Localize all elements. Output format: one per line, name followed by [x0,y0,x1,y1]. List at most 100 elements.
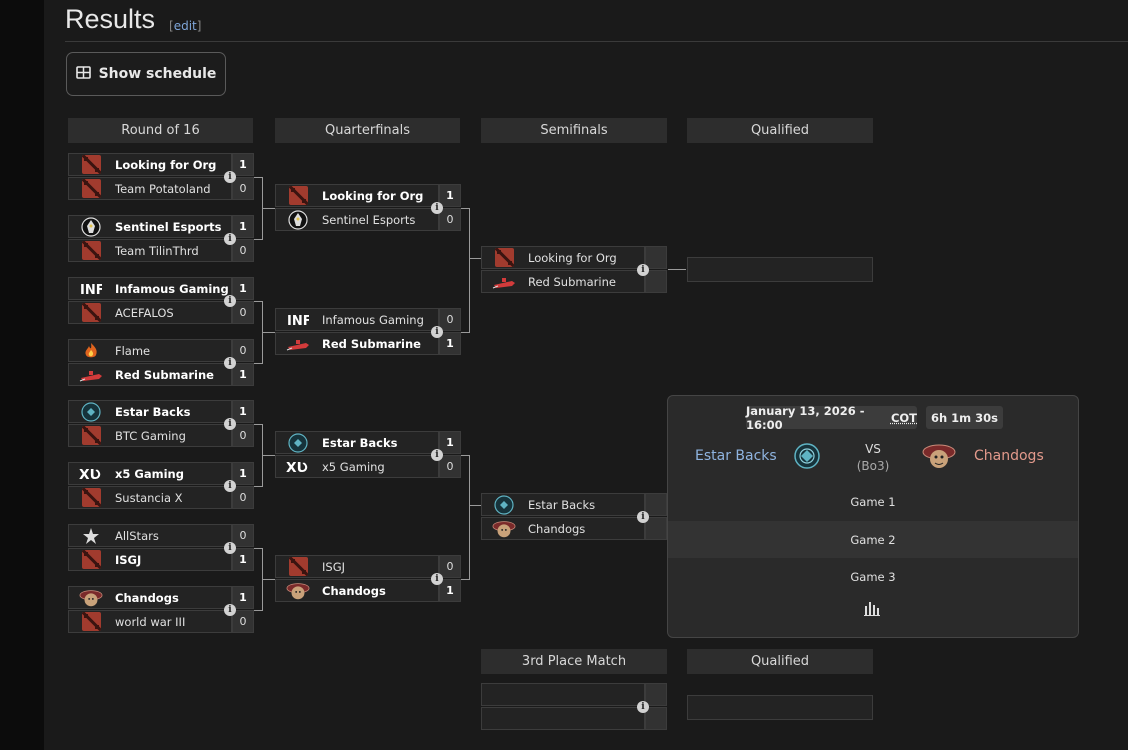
game-row[interactable]: Game 3 [850,569,896,584]
team-name[interactable]: Estar Backs [322,435,398,450]
show-schedule-label[interactable]: Show schedule [98,66,217,82]
bar-chart-icon[interactable] [863,600,881,620]
team-name[interactable]: Looking for Org [115,157,217,172]
team-name[interactable]: Flame [115,343,151,358]
team-row[interactable]: Estar Backs [68,400,232,423]
team-row[interactable]: Team TilinThrd [68,239,232,262]
team-name[interactable]: Looking for Org [528,250,617,265]
match-info-icon[interactable]: i [637,701,649,713]
team-name[interactable]: ACEFALOS [115,305,174,320]
team-row[interactable]: AllStars [68,524,232,547]
match-info-icon[interactable]: i [224,542,236,554]
team-name[interactable]: Estar Backs [115,404,191,419]
team-row[interactable]: Team Potatoland [68,177,232,200]
game-row[interactable]: Game 1 [850,494,896,509]
edit-link-label[interactable]: edit [173,19,197,33]
team-name[interactable]: AllStars [115,528,159,543]
match-info-icon[interactable]: i [431,326,443,338]
edit-link[interactable]: [edit] [169,19,202,33]
team-row[interactable]: Looking for Org [275,184,439,207]
match-info-icon[interactable]: i [224,233,236,245]
match-info-icon[interactable]: i [224,171,236,183]
match-info-icon[interactable]: i [637,264,649,276]
team-name[interactable]: BTC Gaming [115,428,186,443]
match-info-icon[interactable]: i [431,202,443,214]
team-name[interactable]: Sustancia X [115,490,183,505]
match-info-icon[interactable]: i [431,449,443,461]
team-name[interactable]: x5 Gaming [322,459,385,474]
team-name[interactable]: ISGJ [322,559,345,574]
team-row[interactable]: world war III [68,610,232,633]
team-row[interactable]: Looking for Org [68,153,232,176]
team-row[interactable]: Sustancia X [68,486,232,509]
team-name[interactable]: Infamous Gaming [322,312,424,327]
team-row[interactable]: Estar Backs [275,431,439,454]
match-timezone[interactable]: COT [890,410,917,425]
team-row[interactable]: Chandogs [68,586,232,609]
game-row[interactable]: Game 2 [668,521,1078,558]
team-row[interactable]: Red Submarine [68,363,232,386]
third-place-match[interactable]: i [481,683,667,732]
round-header-qualified-bottom: Qualified [687,649,873,674]
team-row[interactable]: ISGJ [68,548,232,571]
team-name[interactable]: Red Submarine [115,367,214,382]
match-info-icon[interactable]: i [637,511,649,523]
team-name[interactable]: world war III [115,614,186,629]
team-name[interactable]: Chandogs [528,521,586,536]
team-name[interactable]: Looking for Org [322,188,424,203]
team-row[interactable]: BTC Gaming [68,424,232,447]
team-name[interactable]: Estar Backs [528,497,596,512]
team-row[interactable]: Looking for Org [481,246,645,269]
popup-team-right[interactable]: Chandogs [974,448,1044,464]
qualified-slot-bottom [687,695,873,720]
match-info-icon[interactable]: i [224,480,236,492]
team-row[interactable]: Chandogs [275,579,439,602]
team-name[interactable]: Sentinel Esports [115,219,222,234]
team-row[interactable]: Chandogs [481,517,645,540]
match-info-icon[interactable]: i [224,295,236,307]
team-row[interactable]: Sentinel Esports [275,208,439,231]
team-row[interactable]: Flame [68,339,232,362]
team-name[interactable]: Infamous Gaming [115,281,229,296]
team-name[interactable]: Red Submarine [322,336,421,351]
team-name[interactable]: Team Potatoland [115,181,211,196]
team-row[interactable]: Estar Backs [481,493,645,516]
show-schedule-button[interactable]: Show schedule [66,52,226,96]
team-row[interactable]: Red Submarine [275,332,439,355]
team-name[interactable]: Team TilinThrd [115,243,199,258]
match-info-icon[interactable]: i [224,418,236,430]
team-name[interactable]: Sentinel Esports [322,212,416,227]
match-info-icon[interactable]: i [224,604,236,616]
team-row[interactable]: Red Submarine [481,270,645,293]
match-info-icon[interactable]: i [431,573,443,585]
team-row[interactable]: ACEFALOS [68,301,232,324]
popup-team-left[interactable]: Estar Backs [695,448,777,464]
team-name[interactable]: Chandogs [115,590,179,605]
match-info-icon[interactable]: i [224,357,236,369]
team-row[interactable]: Sentinel Esports [68,215,232,238]
team-name[interactable]: x5 Gaming [115,466,184,481]
team-name[interactable]: Red Submarine [528,274,616,289]
team-name[interactable]: Chandogs [322,583,386,598]
team-row[interactable]: ISGJ [275,555,439,578]
connector-line [254,424,262,425]
team-name[interactable]: ISGJ [115,552,142,567]
